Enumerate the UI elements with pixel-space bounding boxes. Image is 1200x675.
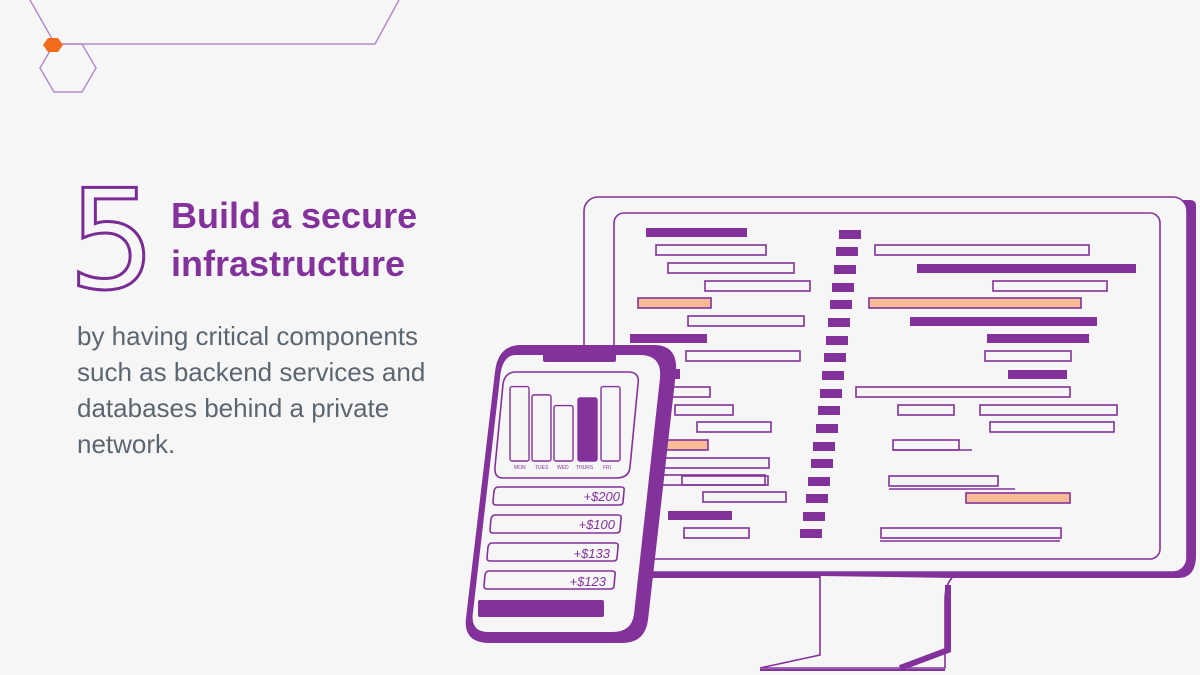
phone-illustration: MON TUES WED THURS FRI +$200 +$100 +$133…: [465, 345, 677, 643]
bar-wed: [553, 404, 574, 462]
day-label-fri: FRI: [603, 465, 611, 471]
step-number: 5: [67, 160, 158, 321]
transaction-row: [492, 486, 625, 506]
description-line-4: network.: [77, 429, 176, 459]
day-label-thurs: THURS: [576, 465, 594, 471]
transaction-row: [486, 542, 619, 562]
day-label-wed: WED: [557, 465, 569, 471]
transaction-amount: +$123: [569, 574, 606, 589]
monitor-illustration: [583, 196, 1196, 671]
heading-line-1: Build a secure: [171, 195, 418, 236]
description-line-2: such as backend services and: [77, 357, 426, 387]
transaction-list: [483, 486, 625, 590]
description-line-1: by having critical components: [77, 321, 419, 351]
bar-tues: [531, 394, 552, 462]
bar-thurs: [577, 397, 598, 462]
transaction-row: [489, 514, 622, 534]
transaction-amount: +$100: [578, 517, 615, 532]
orange-dot-icon: [43, 38, 63, 52]
heading-line-2: infrastructure: [171, 243, 406, 284]
phone-action-button: [478, 600, 604, 617]
description-text: by having critical components such as ba…: [77, 318, 477, 462]
bar-fri: [600, 385, 621, 462]
transaction-amount: +$133: [573, 546, 610, 561]
transaction-row: [483, 570, 616, 590]
hexagon-decoration: [29, 0, 400, 93]
transaction-amount: +$200: [583, 489, 620, 504]
description-line-3: databases behind a private: [77, 393, 390, 423]
day-label-tues: TUES: [535, 465, 549, 471]
section-heading: Build a secure infrastructure: [171, 192, 491, 288]
day-label-mon: MON: [514, 465, 526, 471]
weekly-bar-chart: [509, 385, 621, 462]
day-labels: MON TUES WED THURS FRI: [514, 465, 611, 471]
bar-mon: [509, 385, 530, 462]
